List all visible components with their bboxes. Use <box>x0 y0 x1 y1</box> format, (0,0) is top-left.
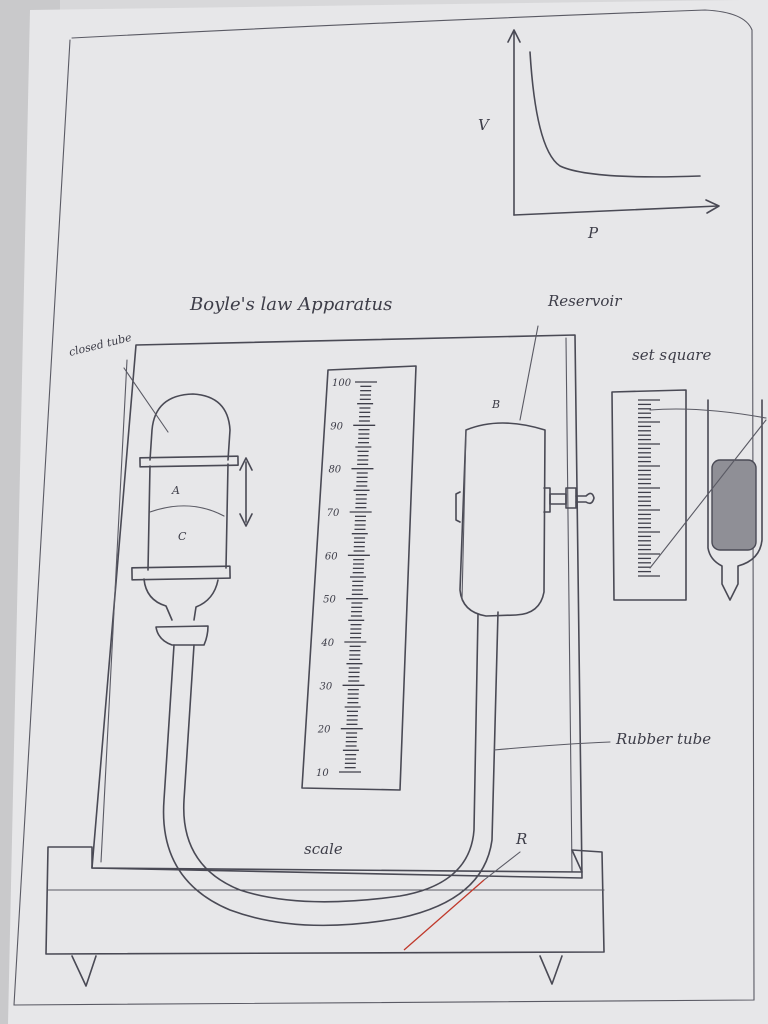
label-point-b: B <box>491 398 500 411</box>
rubber-tube-outer <box>162 611 499 927</box>
notebook-sheet <box>8 0 768 1024</box>
base-left-foot <box>71 955 97 987</box>
closed-tube-mercury-level <box>149 505 225 517</box>
base-block <box>45 846 605 955</box>
closed-tube-neck <box>143 578 219 621</box>
pv-graph: V P <box>478 29 720 242</box>
label-point-r: R <box>515 830 527 848</box>
pv-curve <box>529 51 701 178</box>
scale-ticks <box>339 381 377 773</box>
graph-y-label: V <box>478 116 491 134</box>
scale-number: 60 <box>325 551 338 562</box>
set-square-holder <box>707 399 763 601</box>
scale-numbers: 100 90 80 70 60 50 40 30 20 10 <box>316 378 352 779</box>
point-r-pointer <box>483 851 521 881</box>
scale-number: 70 <box>327 508 340 519</box>
scale-number: 50 <box>323 595 336 606</box>
reservoir-left-edge <box>461 429 467 601</box>
closed-tube: A C <box>131 393 253 646</box>
reservoir-pointer <box>519 325 539 421</box>
scale-number: 30 <box>320 681 333 692</box>
scale-number: 80 <box>328 465 341 476</box>
graph-x-label: P <box>587 224 599 242</box>
graph-x-arrow <box>705 199 720 214</box>
board-outline <box>91 334 583 879</box>
label-scale: scale <box>304 840 343 858</box>
reservoir-left-clamp <box>455 491 461 523</box>
diagram-title: Boyle's law Apparatus <box>189 294 392 315</box>
red-pen-mark <box>403 879 485 951</box>
closed-tube-walls <box>147 463 229 571</box>
reservoir: B <box>455 398 595 617</box>
closed-tube-collar <box>155 625 209 646</box>
closed-tube-length-arrows <box>239 457 253 527</box>
set-square-ruler <box>611 389 687 601</box>
rubber-tube-inner <box>182 613 479 903</box>
scale-number: 100 <box>332 378 352 389</box>
label-point-c: C <box>178 530 187 543</box>
scale-number: 90 <box>330 421 343 432</box>
closed-tube-pointer <box>123 367 169 433</box>
page-border <box>13 9 755 1006</box>
apparatus-base <box>45 846 605 987</box>
label-point-a: A <box>171 484 180 497</box>
scale-board <box>301 365 417 791</box>
set-square-block <box>711 459 757 551</box>
reservoir-screw-knob <box>575 492 595 505</box>
graph-y-arrow <box>507 29 521 43</box>
rubber-tube <box>162 611 499 927</box>
closed-tube-clamp-lower <box>131 565 231 581</box>
base-right-foot <box>539 955 563 985</box>
measuring-scale: 100 90 80 70 60 50 40 30 20 10 <box>301 365 417 791</box>
rubber-tube-pointer <box>493 741 611 751</box>
label-reservoir: Reservoir <box>547 292 622 310</box>
set-square-ticks <box>638 399 660 577</box>
reservoir-screw-nut <box>565 487 577 509</box>
reservoir-body <box>459 422 546 617</box>
mounting-board <box>91 334 583 879</box>
scale-number: 10 <box>316 768 329 779</box>
board-right-edge <box>565 337 573 873</box>
scale-number: 20 <box>317 725 331 736</box>
board-left-edge <box>100 359 128 863</box>
graph-x-axis <box>513 205 719 216</box>
closed-tube-clamp-upper <box>139 455 239 468</box>
closed-tube-top <box>149 393 231 461</box>
set-square-pointer <box>649 419 767 569</box>
label-rubber-tube: Rubber tube <box>615 730 711 748</box>
set-square <box>611 389 767 601</box>
label-set-square: set square <box>632 346 711 364</box>
set-square-line <box>649 408 767 419</box>
scale-number: 40 <box>320 638 334 649</box>
